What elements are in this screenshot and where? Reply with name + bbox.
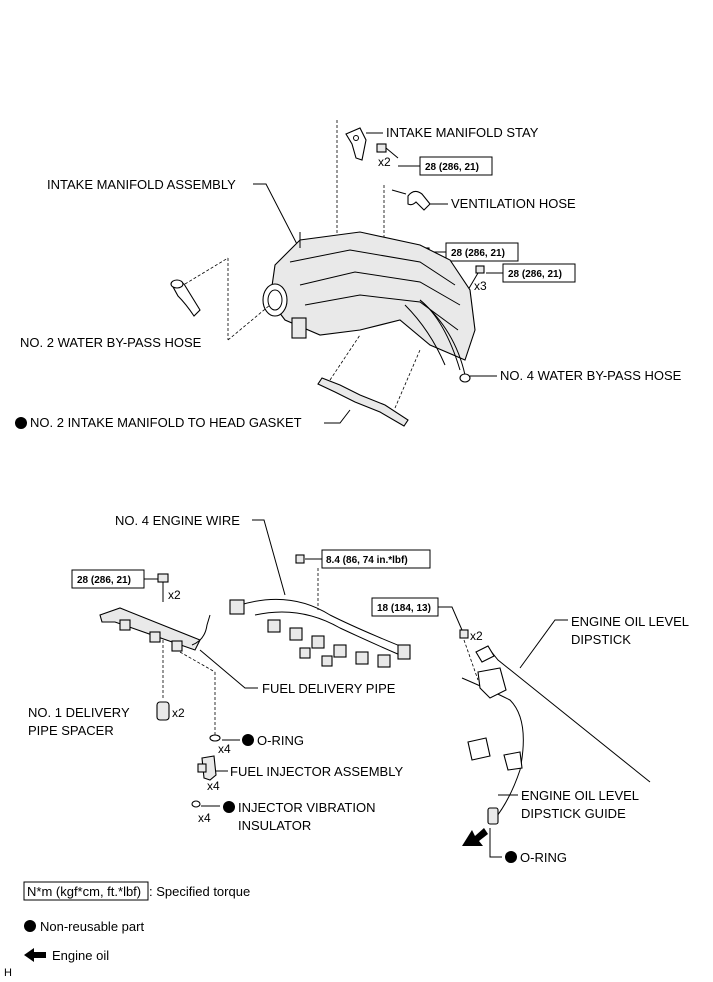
guide-bolt-torque: 18 (184, 13)	[377, 603, 431, 614]
manifold-bolt-qty: x3	[474, 279, 487, 293]
no2-water-bypass-hose-label: NO. 2 WATER BY-PASS HOSE	[20, 335, 202, 350]
engine-oil-arrow-icon	[462, 828, 488, 846]
guide-line	[329, 334, 361, 381]
no4-water-bypass-hose-part	[419, 299, 471, 383]
no2-intake-gasket-label: NO. 2 INTAKE MANIFOLD TO HEAD GASKET	[30, 415, 302, 430]
no2-water-bypass-hose-part	[170, 279, 201, 317]
engine-oil-level-dipstick-part	[475, 645, 651, 783]
guide-bolt-part	[459, 629, 469, 639]
no4-engine-wire-part	[229, 598, 411, 668]
o-ring-guide-label: O-RING	[520, 850, 567, 865]
manifold-bolt-part	[467, 265, 485, 291]
delivery-bolt-torque: 28 (286, 21)	[77, 575, 131, 586]
wire-bolt-torque-box	[321, 549, 431, 569]
injector-qty: x4	[207, 779, 220, 793]
manifold-nut-torque: 28 (286, 21)	[451, 248, 505, 259]
fuel-injector-assembly-part	[197, 755, 217, 781]
delivery-bolt-part	[157, 573, 169, 602]
manifold-bolt-torque: 28 (286, 21)	[508, 269, 562, 280]
injector-vibration-label-line1: INJECTOR VIBRATION	[238, 800, 375, 815]
intake-manifold-assembly-part	[262, 231, 476, 371]
legend-engine-oil-text: Engine oil	[52, 948, 109, 963]
guide-bolt-qty: x2	[470, 629, 483, 643]
dipstick-label-line1: ENGINE OIL LEVEL	[571, 614, 689, 629]
delivery-spacer-label-line2: PIPE SPACER	[28, 723, 114, 738]
no2-intake-gasket-part	[317, 377, 409, 427]
legend-torque-box-text: N*m (kgf*cm, ft.*lbf)	[27, 884, 141, 899]
ventilation-hose-label: VENTILATION HOSE	[451, 196, 576, 211]
stay-bolt-part	[376, 143, 399, 159]
dipstick-guide-label-line2: DIPSTICK GUIDE	[521, 806, 626, 821]
guide-line	[227, 304, 271, 341]
guide-line	[394, 349, 421, 409]
guide-line	[463, 639, 479, 681]
delivery-spacer-label-line1: NO. 1 DELIVERY	[28, 705, 130, 720]
stay-bolt-qty: x2	[378, 155, 391, 169]
no4-water-bypass-hose-label: NO. 4 WATER BY-PASS HOSE	[500, 368, 682, 383]
intake-manifold-assembly-label: INTAKE MANIFOLD ASSEMBLY	[47, 177, 236, 192]
manifold-bolt-torque-box	[502, 263, 576, 283]
insulator-qty: x4	[198, 811, 211, 825]
non-reusable-dot	[15, 417, 27, 429]
intake-manifold-stay-part	[345, 127, 367, 161]
no4-engine-wire-label: NO. 4 ENGINE WIRE	[115, 513, 240, 528]
dipstick-label-line2: DIPSTICK	[571, 632, 631, 647]
guide-line	[184, 257, 229, 285]
injector-vibration-insulator-part	[191, 800, 201, 808]
ventilation-hose-part	[391, 189, 431, 211]
injector-vibration-label-line2: INSULATOR	[238, 818, 311, 833]
fuel-delivery-pipe-part	[99, 607, 211, 652]
o-ring-qty: x4	[218, 742, 231, 756]
stay-bolt-torque: 28 (286, 21)	[425, 162, 479, 173]
legend-non-reusable-text: Non-reusable part	[40, 919, 144, 934]
non-reusable-dot	[223, 801, 235, 813]
o-ring-part	[209, 734, 221, 742]
non-reusable-dot	[505, 851, 517, 863]
delivery-bolt-qty: x2	[168, 588, 181, 602]
delivery-pipe-spacer-part	[156, 701, 170, 721]
fuel-injector-assembly-label: FUEL INJECTOR ASSEMBLY	[230, 764, 403, 779]
wire-bolt-part	[295, 554, 305, 564]
spacer-qty: x2	[172, 706, 185, 720]
dipstick-guide-label-line1: ENGINE OIL LEVEL	[521, 788, 639, 803]
stay-bolt-torque-box	[419, 156, 493, 176]
fuel-delivery-pipe-label: FUEL DELIVERY PIPE	[262, 681, 396, 696]
manifold-nut-torque-box	[445, 242, 519, 262]
o-ring-injector-label: O-RING	[257, 733, 304, 748]
non-reusable-dot	[242, 734, 254, 746]
corner-mark: H	[4, 967, 12, 979]
guide-line	[179, 651, 216, 673]
legend-torque-text: : Specified torque	[149, 884, 250, 899]
legend-non-reusable-dot	[24, 920, 36, 932]
legend-torque-box	[23, 881, 149, 901]
wire-bolt-torque: 8.4 (86, 74 in.*lbf)	[326, 555, 408, 566]
engine-oil-level-dipstick-guide-part	[461, 667, 524, 825]
intake-manifold-stay-label: INTAKE MANIFOLD STAY	[386, 125, 539, 140]
legend-engine-oil-arrow-icon	[24, 948, 46, 962]
